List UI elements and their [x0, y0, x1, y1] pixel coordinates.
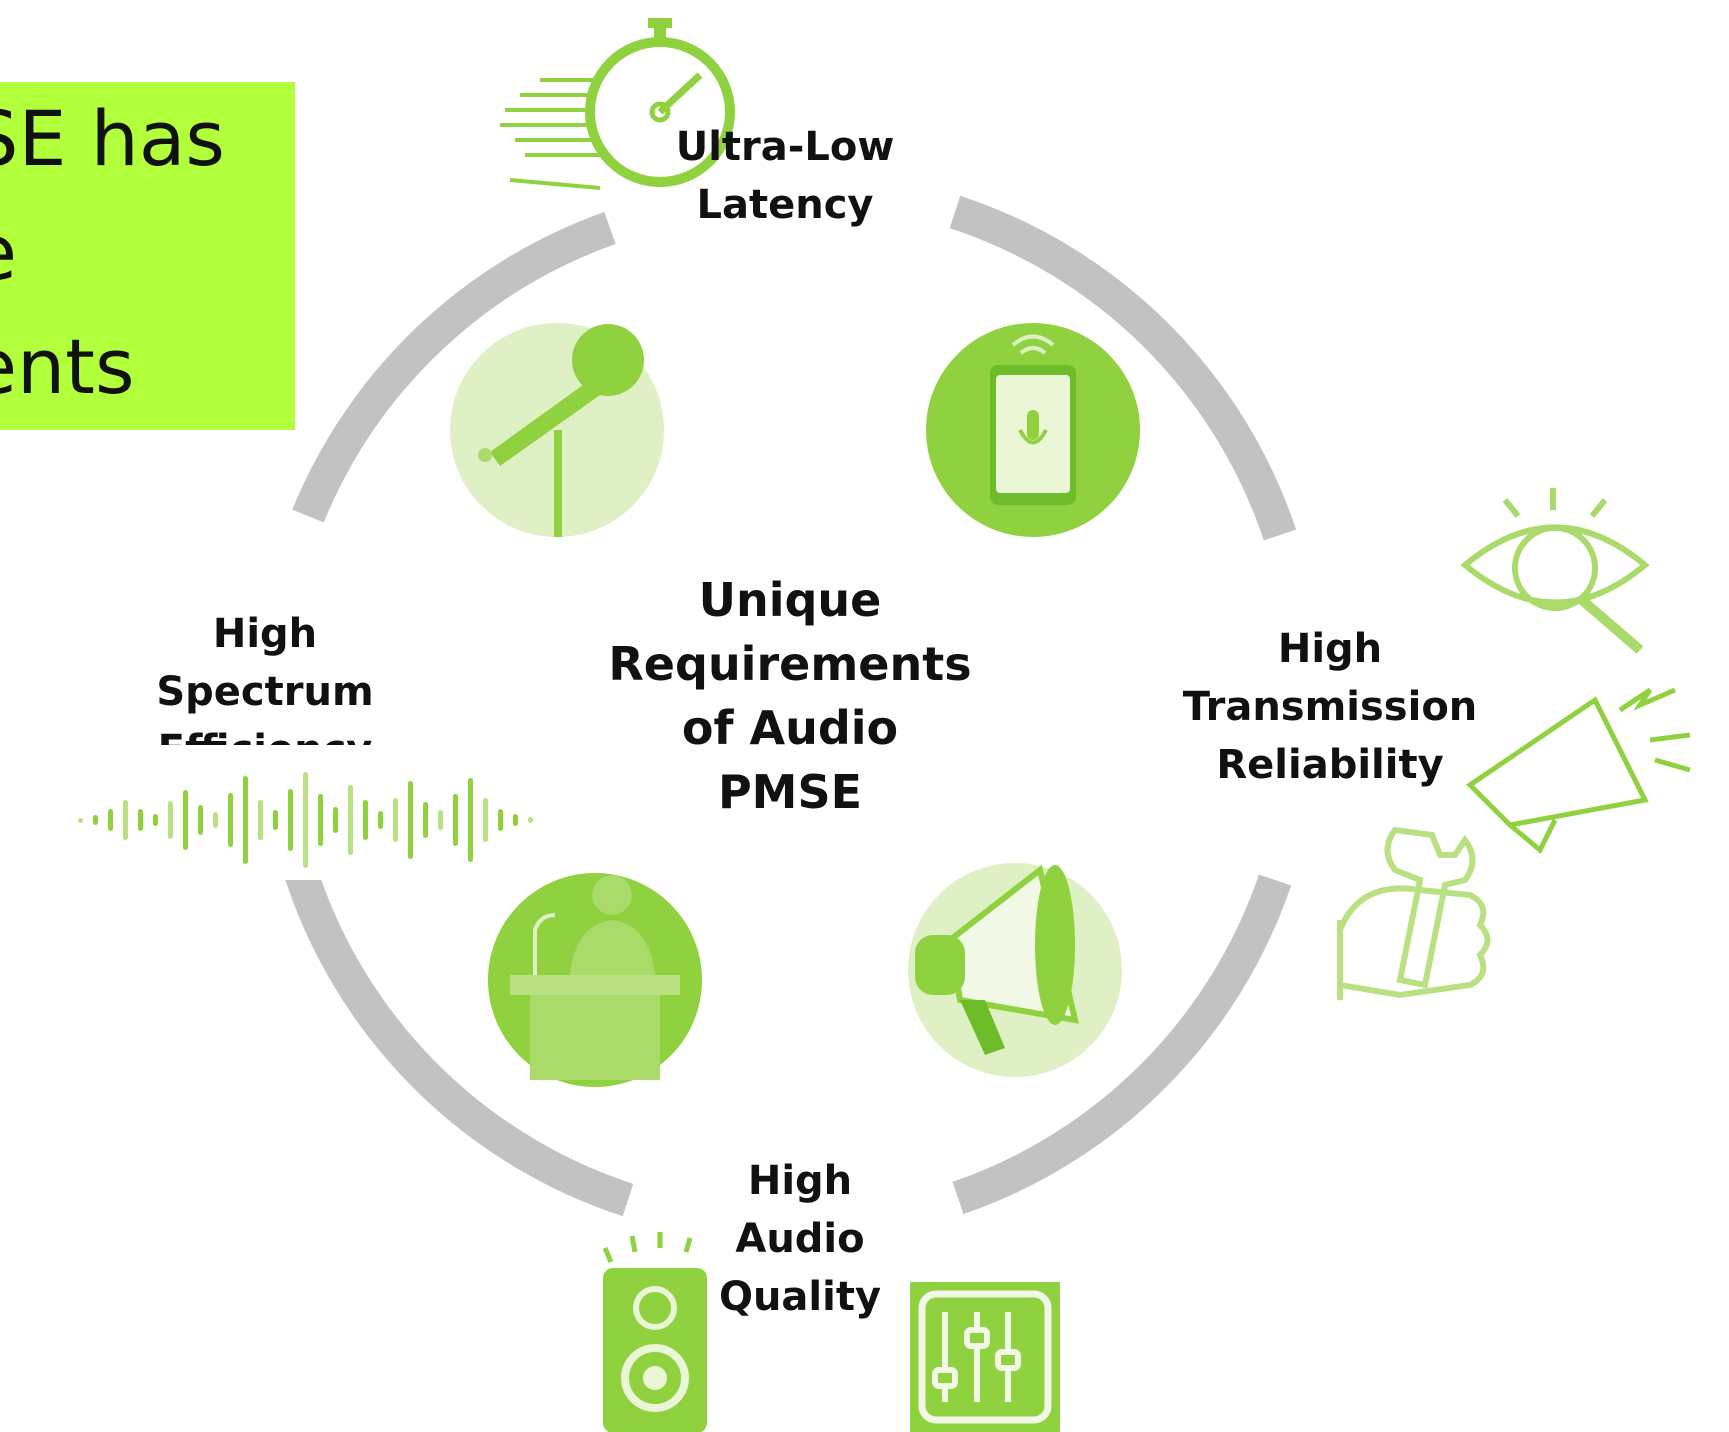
megaphone-icon [1466, 687, 1691, 854]
ring-arc-bottom-left [283, 864, 634, 1217]
requirement-high-transmission-reliability: High Transmission Reliability [1182, 626, 1478, 788]
speaker-icon [602, 1232, 707, 1432]
stopwatch-icon [500, 18, 735, 190]
microphone-icon [450, 323, 664, 537]
banner-line-1: SE has [0, 94, 225, 183]
title-banner: SE has e ents [0, 82, 295, 430]
banner-line-3: ents [0, 322, 135, 411]
center-title: Unique Requirements of Audio PMSE [608, 573, 972, 819]
requirement-high-spectrum-efficiency: High Spectrum Efficiency [156, 611, 374, 745]
smartphone-mic-icon [926, 323, 1140, 537]
ring-arc-top-right [949, 195, 1297, 541]
requirement-high-audio-quality: High Audio Quality [718, 1158, 882, 1320]
eye-magnifier-icon [1460, 488, 1650, 654]
requirement-ultra-low-latency: Ultra-Low Latency [675, 124, 895, 228]
ring [283, 195, 1297, 1217]
wrench-hand-icon [1337, 826, 1491, 1000]
mixer-sliders-icon [910, 1282, 1060, 1432]
ring-arc-bottom-right [952, 874, 1292, 1215]
speaker-podium-icon [488, 873, 702, 1087]
ring-arc-top-left [292, 211, 616, 523]
loudspeaker-icon [908, 863, 1122, 1077]
banner-line-2: e [0, 196, 225, 310]
sound-wave-icon [18, 745, 548, 880]
banner-title: SE has e ents [0, 82, 225, 424]
